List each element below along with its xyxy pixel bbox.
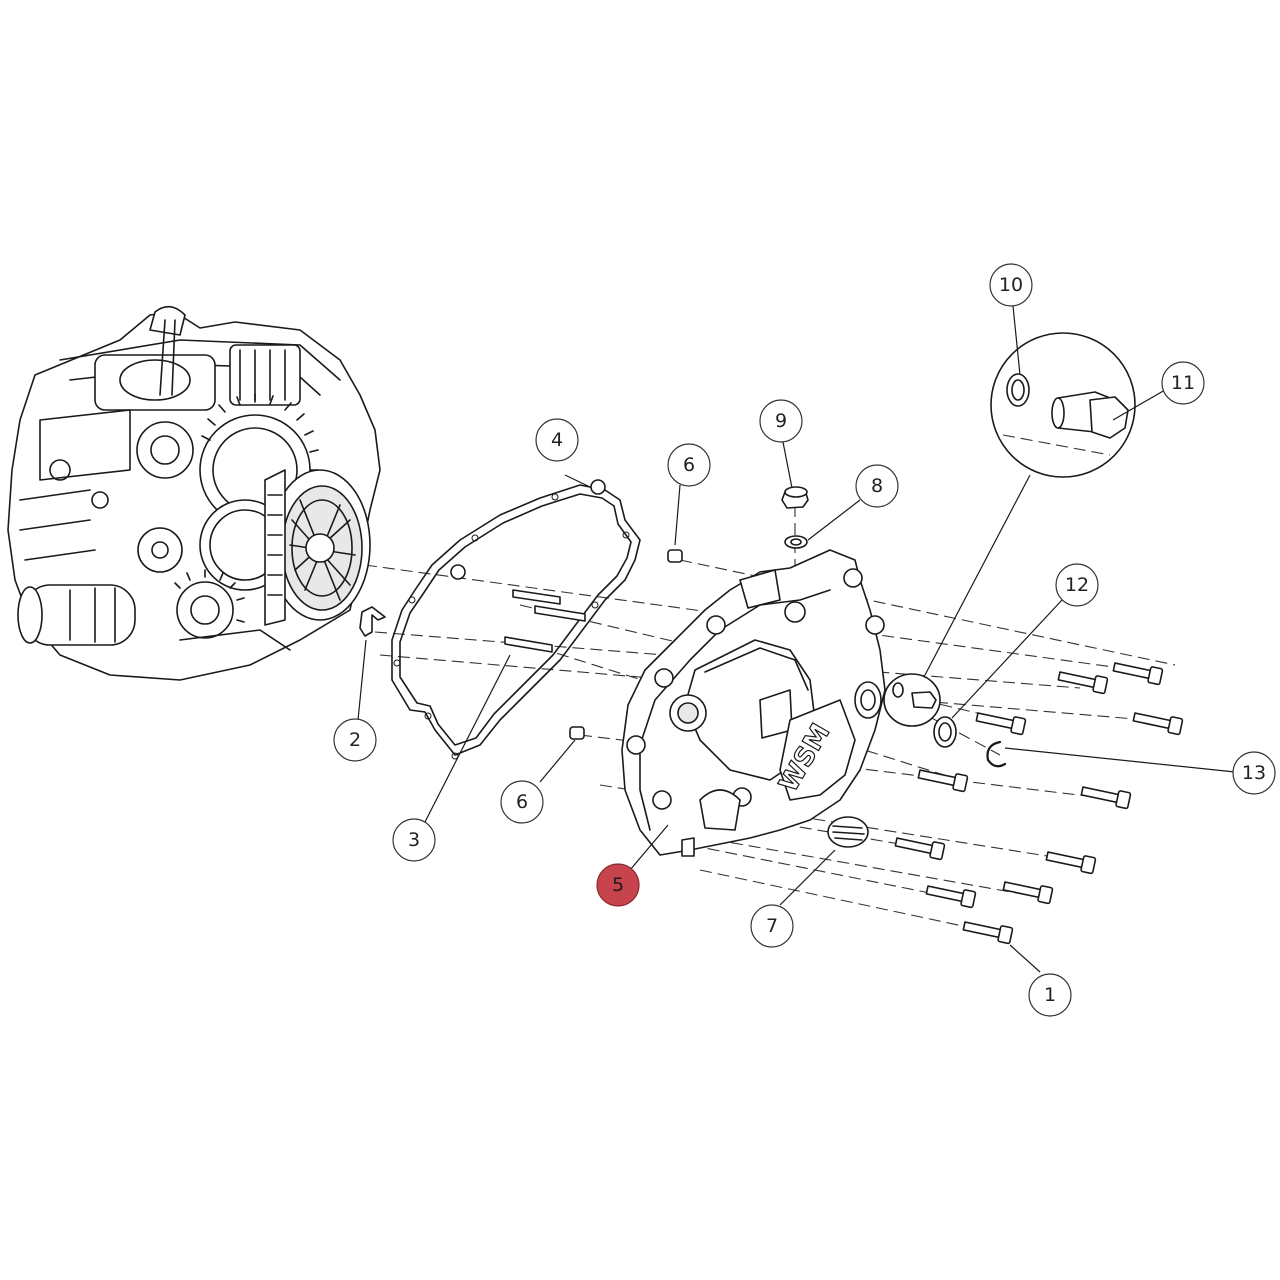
dowel-pin-upper — [667, 549, 683, 563]
callout-2: 2 — [333, 718, 377, 762]
callout-1-label: 1 — [1044, 984, 1056, 1006]
callout-8: 8 — [855, 464, 899, 508]
callout-4-label: 4 — [551, 429, 563, 451]
cable-bracket — [359, 606, 386, 637]
callout-5: 5 — [596, 863, 640, 907]
callout-6-lower-label: 6 — [516, 791, 528, 813]
callout-8-label: 8 — [871, 475, 883, 497]
cover-bolts — [894, 662, 1184, 945]
callout-6-upper: 6 — [667, 443, 711, 487]
leader-lines — [357, 305, 1236, 973]
clutch-cover: WSM — [621, 549, 886, 857]
callout-6-upper-label: 6 — [683, 454, 695, 476]
long-studs — [504, 589, 586, 653]
callout-12: 12 — [1055, 563, 1099, 607]
callout-11: 11 — [1161, 361, 1205, 405]
oil-seal — [933, 716, 957, 748]
callout-7: 7 — [750, 904, 794, 948]
callout-10: 10 — [989, 263, 1033, 307]
dowel-pin-lower — [569, 726, 585, 740]
detail-view — [883, 332, 1136, 727]
filler-plug-top — [784, 486, 808, 498]
callout-7-label: 7 — [766, 915, 778, 937]
callout-4: 4 — [535, 418, 579, 462]
callout-13-label: 13 — [1242, 762, 1266, 784]
callout-3-label: 3 — [408, 829, 420, 851]
callout-9: 9 — [759, 399, 803, 443]
callout-10-label: 10 — [999, 274, 1023, 296]
clutch-cover-gasket — [391, 479, 641, 760]
callout-12-label: 12 — [1065, 574, 1089, 596]
callout-13: 13 — [1232, 751, 1276, 795]
callout-9-label: 9 — [775, 410, 787, 432]
callout-6-lower: 6 — [500, 780, 544, 824]
callout-5-label: 5 — [612, 874, 624, 896]
circlip — [986, 740, 1007, 768]
filler-oring — [784, 535, 808, 549]
callout-11-label: 11 — [1171, 372, 1195, 394]
engine-block — [7, 305, 381, 681]
callout-3: 3 — [392, 818, 436, 862]
callout-2-label: 2 — [349, 729, 361, 751]
inspection-plug — [827, 816, 869, 848]
callout-1: 1 — [1028, 973, 1072, 1017]
